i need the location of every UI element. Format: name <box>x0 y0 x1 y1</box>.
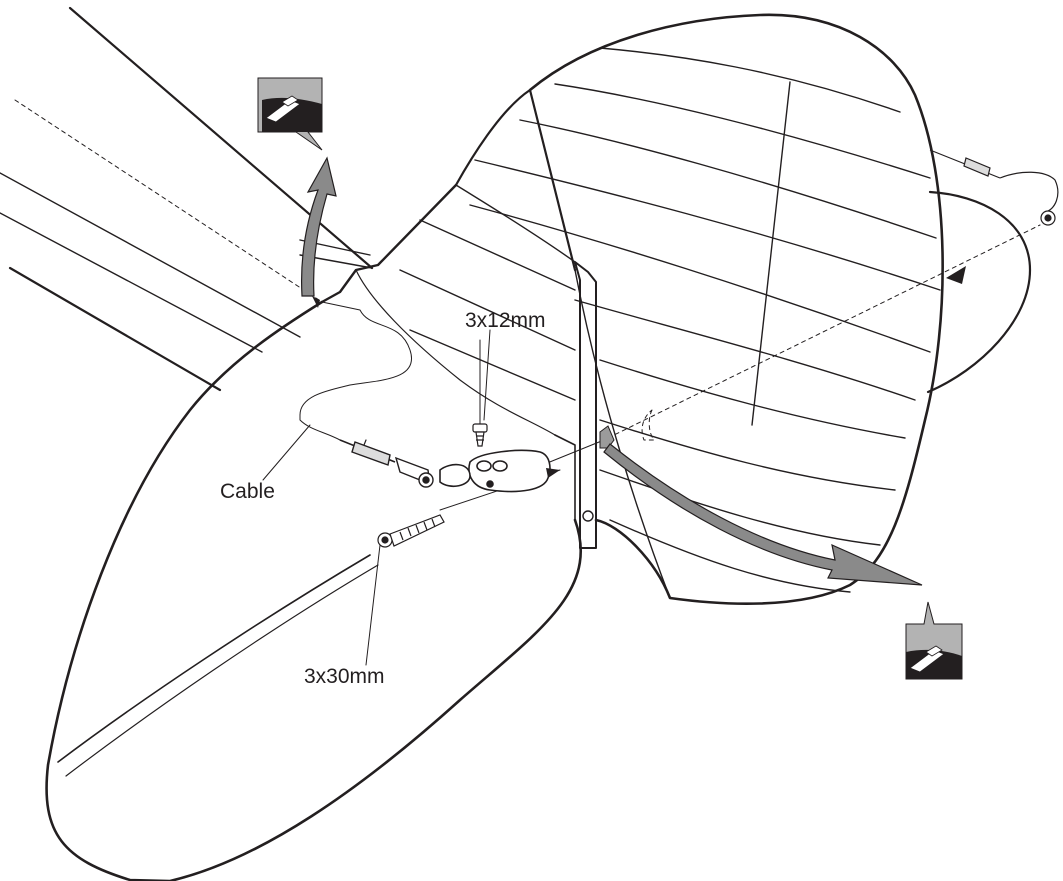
cable-end-right <box>929 149 1059 226</box>
rudder-detail-inset-icon <box>905 601 963 680</box>
vertical-fin <box>399 88 597 549</box>
elevator-right <box>926 190 1032 394</box>
screw-3x12mm <box>472 423 488 447</box>
removal-arrow-down <box>603 443 923 586</box>
arrowheads <box>312 266 966 478</box>
fuselage-tail <box>45 183 582 881</box>
control-horn <box>439 449 551 493</box>
removal-arrow-up <box>301 156 337 297</box>
label-leaders <box>262 329 491 666</box>
label-cable: Cable <box>220 480 275 503</box>
clevis-assembly <box>339 439 434 488</box>
label-screw-3x30mm: 3x30mm <box>304 665 385 688</box>
guide-lines <box>14 99 1041 441</box>
rudder <box>469 13 944 605</box>
label-screw-3x12mm: 3x12mm <box>465 309 546 332</box>
hinge-bracket <box>599 425 615 449</box>
screw-3x30mm <box>377 514 445 548</box>
tail-detail-inset-icon <box>257 77 323 151</box>
